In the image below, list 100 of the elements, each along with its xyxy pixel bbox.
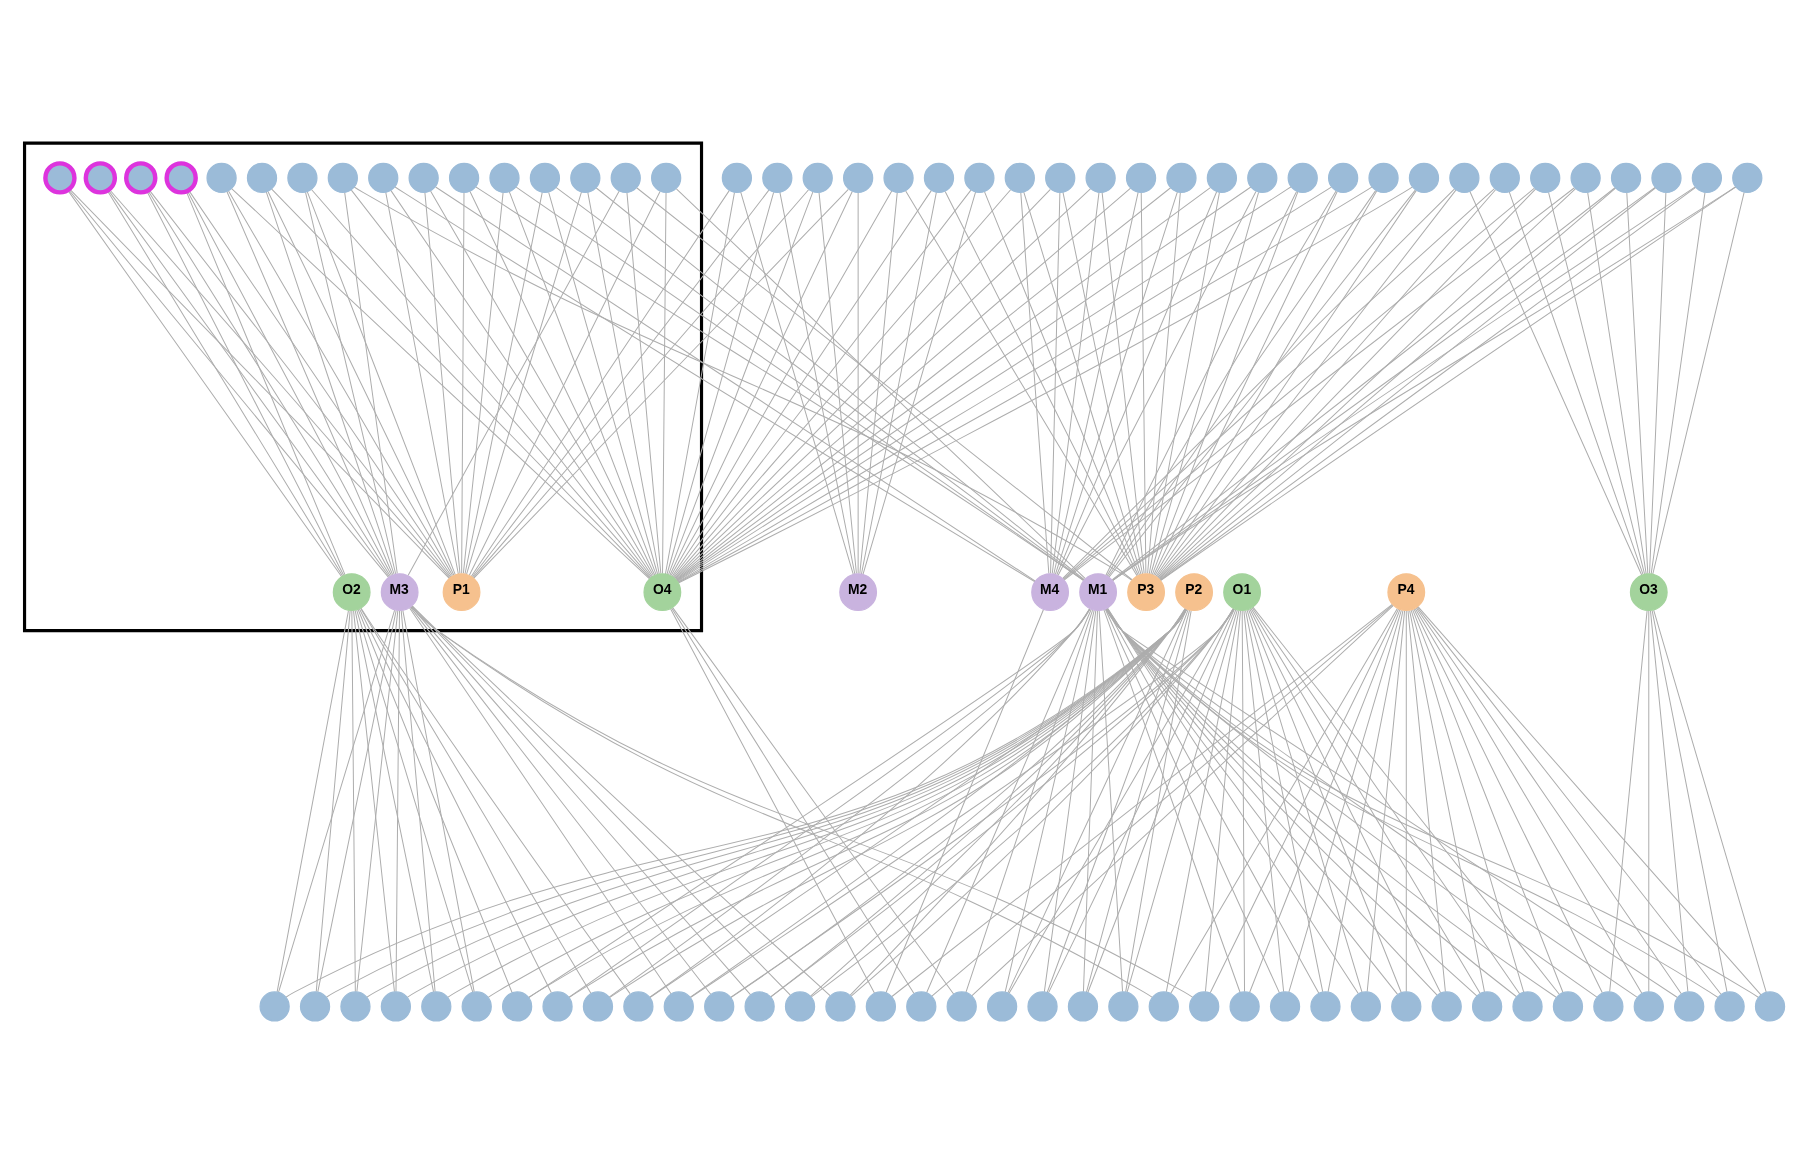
connector	[1022, 191, 1142, 575]
connector	[1652, 609, 1767, 993]
node-circle	[1731, 162, 1762, 194]
connector	[306, 191, 456, 576]
connector	[1049, 192, 1060, 575]
connector	[277, 609, 395, 993]
connector	[858, 191, 898, 575]
node-circle	[1390, 991, 1421, 1022]
node-circle	[1044, 162, 1075, 194]
connector	[460, 192, 464, 575]
node-circle	[1269, 991, 1300, 1022]
connector	[429, 190, 654, 577]
connector	[401, 610, 475, 993]
connector	[1647, 610, 1649, 993]
connector	[1047, 608, 1235, 994]
connector	[1366, 610, 1405, 993]
connector	[395, 610, 400, 993]
connector	[1054, 191, 1178, 575]
connector	[1057, 190, 1256, 576]
node-circle	[963, 162, 995, 194]
connector	[1104, 608, 1280, 994]
connector	[667, 191, 813, 576]
node-circle	[946, 991, 977, 1022]
connector	[1246, 609, 1362, 993]
connector	[276, 610, 349, 993]
connector	[983, 191, 1140, 576]
connector	[1410, 609, 1524, 993]
node-circle: P4	[1386, 573, 1425, 612]
connector	[1043, 610, 1096, 993]
node-circle: M4	[1030, 573, 1069, 612]
connector	[1126, 609, 1238, 993]
node-circle	[1084, 162, 1116, 194]
connector	[1414, 608, 1642, 995]
node-circle	[1529, 162, 1560, 194]
connector	[925, 609, 1092, 993]
connector	[944, 190, 1139, 576]
cluster	[22, 141, 703, 633]
connector	[1547, 191, 1645, 575]
connector	[1046, 609, 1189, 993]
connector	[400, 610, 436, 993]
node-circle	[205, 162, 237, 194]
connector	[885, 609, 1044, 993]
node-circle	[408, 162, 439, 194]
node-circle	[1569, 162, 1601, 194]
node-circle	[1552, 991, 1583, 1022]
node-circle	[1448, 162, 1480, 194]
node-circle	[1650, 162, 1682, 194]
connector	[106, 190, 343, 577]
node-circle	[1327, 162, 1358, 194]
node-circle	[367, 162, 398, 194]
connector	[227, 190, 453, 577]
node-circle	[1148, 991, 1179, 1022]
connector	[354, 610, 434, 993]
node-circle	[299, 991, 330, 1022]
node-circle	[380, 991, 411, 1022]
node-circle	[501, 991, 532, 1022]
node-circle	[541, 991, 573, 1022]
connector	[739, 191, 854, 575]
connector	[1250, 608, 1481, 995]
connector	[465, 191, 582, 575]
connector	[1608, 610, 1648, 993]
node-circle	[1287, 162, 1318, 194]
node-circle	[1691, 162, 1722, 194]
connector	[1650, 191, 1705, 575]
connector	[1055, 190, 1217, 576]
node-circle	[923, 162, 954, 194]
node-circle	[1673, 991, 1704, 1022]
connector	[1152, 190, 1338, 576]
node-circle	[569, 162, 600, 194]
node-circle	[123, 161, 157, 195]
connector	[1019, 191, 1049, 575]
node-circle	[1633, 991, 1664, 1022]
connector	[1651, 191, 1745, 575]
connector	[1105, 190, 1337, 577]
connector	[1586, 191, 1647, 575]
node-circle	[1026, 991, 1058, 1022]
connector	[1412, 608, 1603, 994]
connector	[1411, 609, 1563, 993]
connector	[1468, 190, 1642, 576]
connector	[350, 610, 356, 993]
connector	[355, 609, 473, 993]
node-circle	[488, 162, 520, 194]
connector	[1149, 191, 1259, 575]
node-circle	[327, 162, 358, 194]
node-circle	[882, 162, 914, 194]
node-circle	[420, 991, 451, 1022]
node-circle: M3	[380, 573, 419, 612]
connector	[358, 608, 552, 994]
connector	[1204, 610, 1241, 993]
connector	[1146, 191, 1181, 575]
node-circle: P1	[442, 573, 480, 612]
connector	[669, 608, 875, 994]
connector	[818, 191, 857, 575]
connector	[225, 190, 393, 576]
node-circle	[986, 991, 1017, 1022]
connector	[547, 191, 658, 575]
connector	[186, 190, 392, 577]
connector	[357, 609, 513, 993]
connector	[423, 191, 460, 575]
connector	[1406, 610, 1446, 993]
